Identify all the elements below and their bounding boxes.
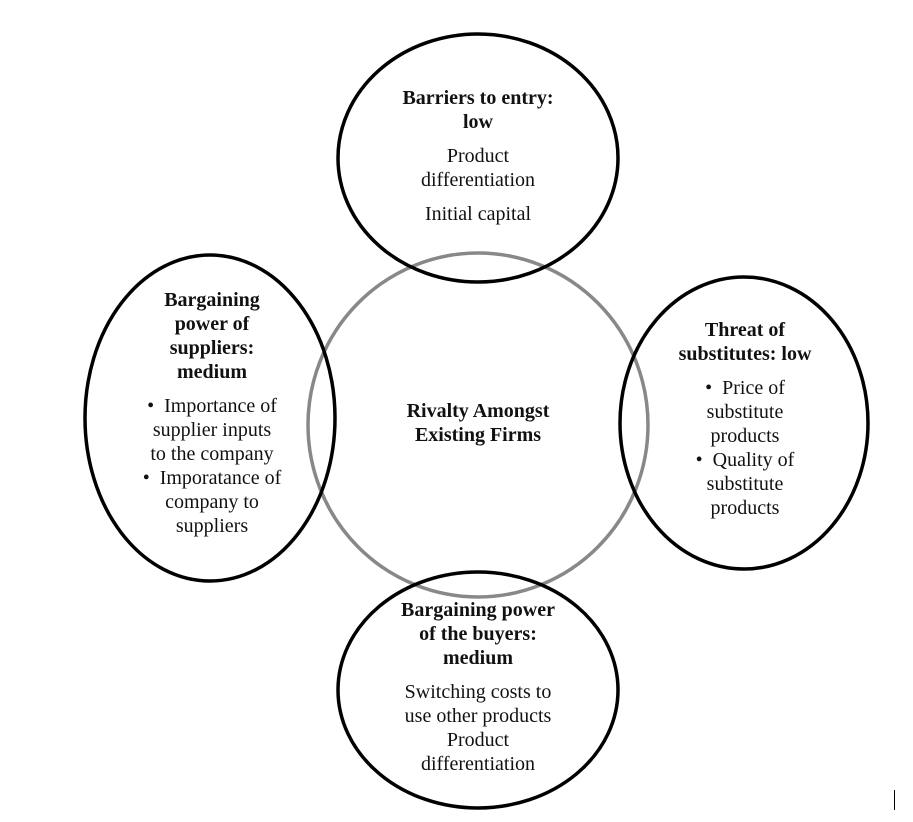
right-bullet-line: Price of xyxy=(722,377,785,399)
bottom-title-line: medium xyxy=(443,647,513,669)
left-title-line: suppliers: xyxy=(169,337,255,359)
left-bullet-line: Imporatance of xyxy=(159,467,282,489)
bottom-title-line: Bargaining power xyxy=(401,599,555,621)
right-bullet-item: Price of substitute products xyxy=(650,376,840,448)
bottom-item: differentiation xyxy=(420,753,536,775)
bottom-item: Product xyxy=(446,729,510,751)
top-circle xyxy=(336,32,620,284)
center-label: Rivalty Amongst Existing Firms xyxy=(368,399,588,447)
right-circle xyxy=(618,275,870,571)
right-bullet-line: Quality of xyxy=(712,449,795,471)
right-title-line: substitutes: low xyxy=(678,343,812,365)
left-bullet-item: Imporatance of company to suppliers xyxy=(112,466,312,538)
right-title-line: Threat of xyxy=(704,319,786,341)
left-bullet-line: supplier inputs xyxy=(152,419,272,441)
left-circle xyxy=(83,253,337,583)
left-bullet-list: Importance of supplier inputs to the com… xyxy=(112,394,312,538)
right-label: Threat of substitutes: low Price of subs… xyxy=(650,318,840,520)
center-title-line: Existing Firms xyxy=(414,424,542,446)
bottom-label: Bargaining power of the buyers: medium S… xyxy=(368,598,588,776)
left-bullet-line: to the company xyxy=(150,443,274,465)
text-cursor-mark xyxy=(894,790,895,810)
bottom-title-line: of the buyers: xyxy=(419,623,537,645)
top-label: Barriers to entry: low Product different… xyxy=(368,86,588,226)
right-bullet-item: Quality of substitute products xyxy=(650,448,840,520)
left-bullet-line: Importance of xyxy=(164,395,277,417)
left-title-line: power of xyxy=(174,313,250,335)
left-title-line: medium xyxy=(177,361,247,383)
left-bullet-line: company to xyxy=(165,491,259,513)
top-item: Product xyxy=(446,145,510,167)
left-title-line: Bargaining xyxy=(164,289,260,311)
top-item: differentiation xyxy=(420,169,536,191)
right-bullet-line: products xyxy=(710,425,780,447)
top-title-line: Barriers to entry: xyxy=(402,87,554,109)
right-bullet-line: products xyxy=(710,497,780,519)
right-bullet-list: Price of substitute products Quality of … xyxy=(650,376,840,520)
left-bullet-line: suppliers xyxy=(175,515,249,537)
bottom-item: use other products xyxy=(404,705,552,727)
right-bullet-line: substitute xyxy=(706,473,784,495)
center-title-line: Rivalty Amongst xyxy=(406,400,550,422)
bottom-circle xyxy=(336,570,620,810)
right-bullet-line: substitute xyxy=(706,401,784,423)
left-label: Bargaining power of suppliers: medium Im… xyxy=(112,288,312,538)
left-bullet-item: Importance of supplier inputs to the com… xyxy=(112,394,312,466)
top-title-line: low xyxy=(463,111,493,133)
top-item: Initial capital xyxy=(424,203,532,225)
bottom-item: Switching costs to xyxy=(404,681,552,703)
